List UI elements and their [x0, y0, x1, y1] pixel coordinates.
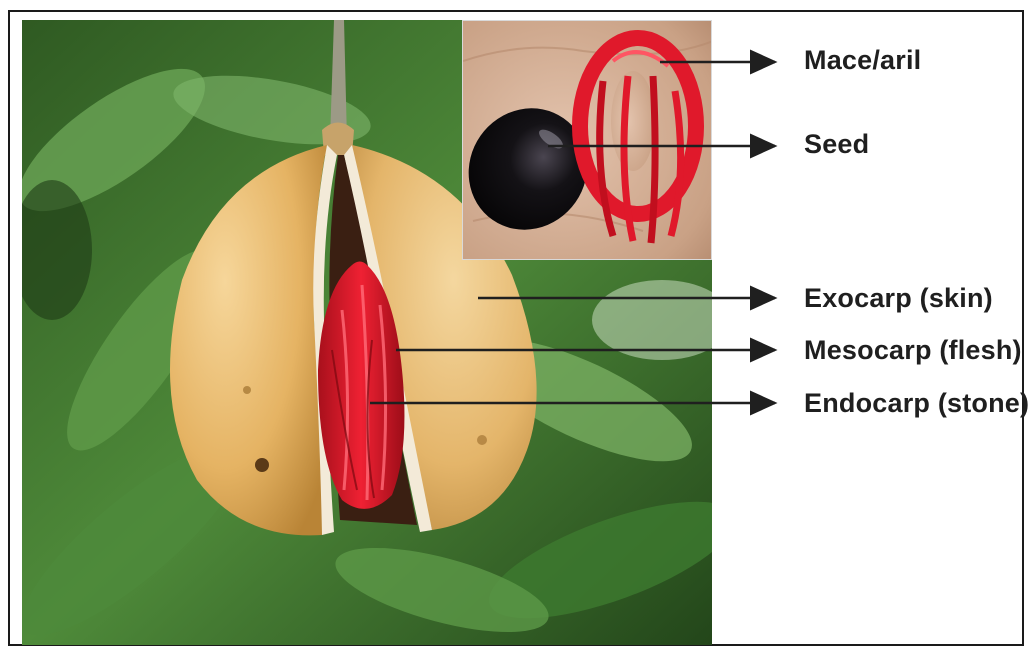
label-mace-aril: Mace/aril	[804, 45, 921, 76]
label-exocarp: Exocarp (skin)	[804, 283, 993, 314]
label-seed: Seed	[804, 129, 869, 160]
label-mesocarp: Mesocarp (flesh)	[804, 335, 1022, 366]
label-endocarp: Endocarp (stone)	[804, 388, 1028, 419]
